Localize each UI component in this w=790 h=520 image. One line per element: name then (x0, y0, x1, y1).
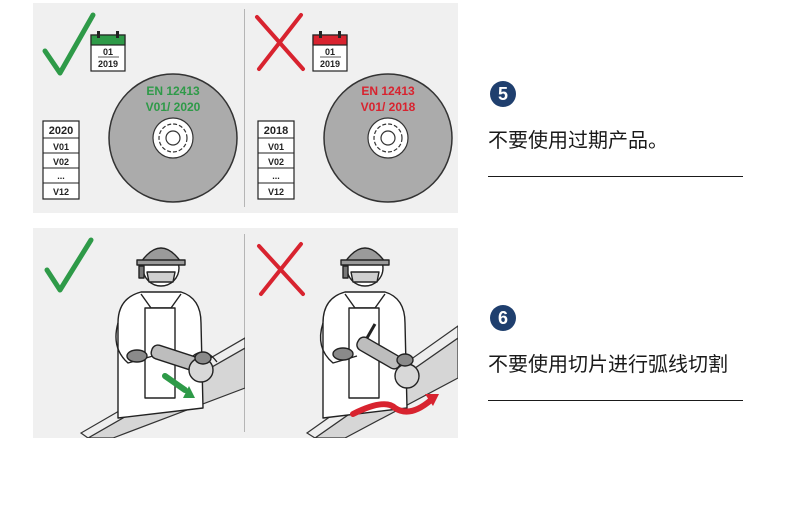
arrow-head (425, 394, 439, 406)
label-row: ... (272, 171, 280, 181)
label-row: ... (57, 171, 65, 181)
step-caption: 不要使用过期产品。 (488, 128, 668, 152)
check-mark-icon (42, 12, 96, 76)
calendar-icon: 01 2019 (90, 31, 126, 72)
cutting-disc: EN 12413 V01/ 2018 (323, 73, 453, 203)
label-row: V12 (268, 187, 284, 197)
disc-standard: EN 12413 (361, 84, 415, 98)
caption-underline (488, 400, 743, 401)
label-row: V12 (53, 187, 69, 197)
check-mark-icon (44, 237, 94, 293)
caption-underline (488, 176, 743, 177)
worker-figure (319, 247, 420, 419)
calendar-month: 01 (325, 47, 335, 57)
step-number-badge: 6 (490, 305, 516, 331)
panel-divider (244, 9, 245, 207)
curved-cut-arrow-icon (350, 397, 434, 417)
disc-version: V01/ 2020 (146, 100, 201, 114)
version-label-table: 2018 V01 V02 ... V12 (257, 120, 295, 200)
worker-figure (115, 247, 218, 419)
calendar-icon: 01 2019 (312, 31, 348, 72)
disc-standard: EN 12413 (146, 84, 200, 98)
version-label-table: 2020 V01 V02 ... V12 (42, 120, 80, 200)
wrong-expiry-illustration: 01 2019 2018 V01 V02 ... V12 EN 12413 V0… (255, 13, 453, 203)
label-row: V01 (53, 142, 69, 152)
calendar-month: 01 (103, 47, 113, 57)
label-year: 2018 (264, 125, 288, 137)
disc-version: V01/ 2018 (361, 100, 416, 114)
calendar-year: 2019 (320, 59, 340, 69)
cutting-disc: EN 12413 V01/ 2020 (108, 73, 238, 203)
curved-cut-illustration (257, 242, 458, 438)
correct-expiry-illustration: 01 2019 2020 V01 V02 ... V12 EN 12413 V0… (42, 12, 238, 203)
label-row: V01 (268, 142, 284, 152)
cross-mark-icon (257, 242, 305, 296)
straight-cut-illustration (44, 237, 245, 438)
expiry-illustration-panel: 01 2019 2020 V01 V02 ... V12 EN 12413 V0… (33, 3, 458, 213)
straight-cut-arrow-icon (162, 373, 188, 393)
step-caption: 不要使用切片进行弧线切割 (488, 352, 728, 376)
panel-divider (244, 234, 245, 432)
arrow-head (183, 386, 195, 398)
label-row: V02 (268, 157, 284, 167)
calendar-year: 2019 (98, 59, 118, 69)
cross-mark-icon (255, 13, 305, 71)
step-number-badge: 5 (490, 81, 516, 107)
label-row: V02 (53, 157, 69, 167)
label-year: 2020 (49, 125, 73, 137)
cutting-illustration-panel (33, 228, 458, 438)
